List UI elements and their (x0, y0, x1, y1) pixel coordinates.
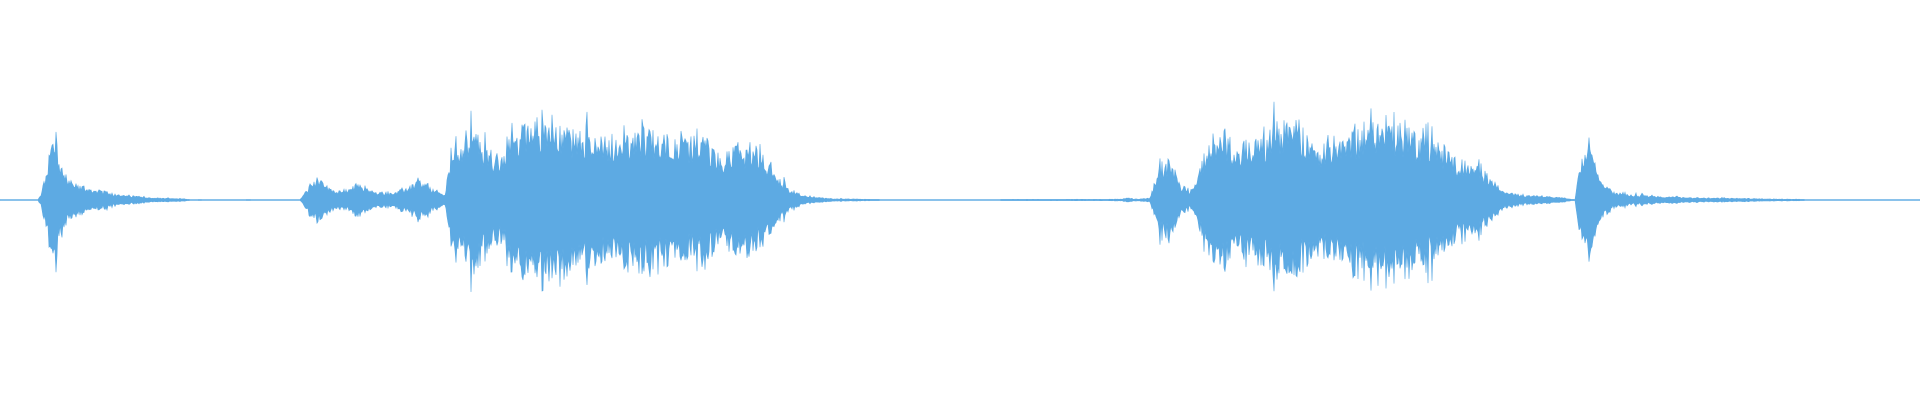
waveform-path (0, 101, 1920, 293)
